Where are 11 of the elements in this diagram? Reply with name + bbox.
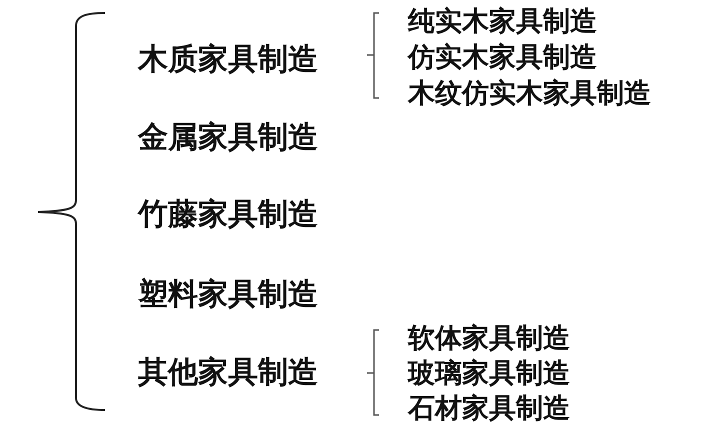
subcategory-label: 玻璃家具制造 (408, 360, 570, 386)
category-label: 其他家具制造 (138, 358, 318, 388)
category-label: 金属家具制造 (138, 123, 318, 153)
category-label: 塑料家具制造 (138, 280, 318, 310)
category-label: 竹藤家具制造 (138, 200, 318, 230)
category-label: 木质家具制造 (138, 45, 318, 75)
subcategory-label: 纯实木家具制造 (408, 8, 597, 34)
subcategory-label: 仿实木家具制造 (408, 44, 597, 70)
subcategory-label: 石材家具制造 (408, 394, 570, 422)
subcategory-label: 木纹仿实木家具制造 (408, 80, 651, 106)
subcategory-label: 软体家具制造 (408, 324, 570, 352)
